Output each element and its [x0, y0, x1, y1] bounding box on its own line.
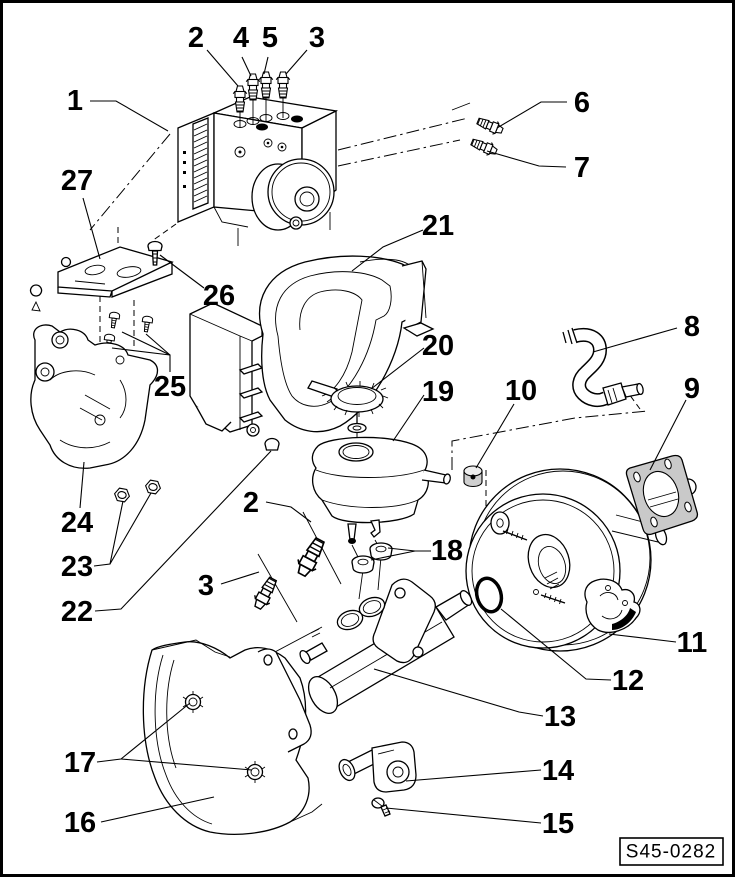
leader-line-6: [496, 101, 567, 129]
callout-16: 16: [64, 807, 96, 839]
leader-line-2: [265, 501, 312, 523]
callout-6: 6: [574, 87, 590, 119]
pressure-sensor: [338, 741, 417, 817]
callout-12: 12: [612, 665, 644, 697]
grommet-18b: [351, 555, 375, 574]
figure-code-box: S45-0282: [619, 837, 724, 866]
callout-9: 9: [684, 373, 700, 405]
leader-line-25: [111, 347, 171, 356]
leader-line-26: [159, 254, 205, 289]
grommet-10: [463, 465, 483, 488]
leader-line-23: [109, 492, 152, 565]
leader-line-7: [486, 150, 567, 168]
leader-line-17: [120, 758, 253, 771]
damper-bracket: [30, 324, 280, 504]
callout-4: 4: [233, 22, 249, 54]
leader-line-25: [145, 333, 171, 356]
leader-line-4: [241, 56, 252, 77]
leader-line-16: [100, 796, 215, 823]
callout-8: 8: [684, 311, 700, 343]
leader-line-10: [475, 403, 515, 469]
leader-line-3: [285, 49, 308, 75]
leader-line-14: [405, 769, 542, 782]
callout-5: 5: [262, 22, 278, 54]
leader-line-1: [90, 100, 169, 132]
leader-line-21: [351, 229, 424, 272]
leader-line-9: [649, 399, 687, 471]
callout-2: 2: [188, 22, 204, 54]
callout-20: 20: [422, 330, 454, 362]
master-cylinder: [299, 578, 473, 714]
callout-26: 26: [203, 280, 235, 312]
cap-nut-22: [264, 437, 280, 451]
fluid-reservoir: [311, 436, 451, 574]
figure-code: S45-0282: [626, 842, 716, 863]
callout-18: 18: [431, 535, 463, 567]
leader-line-3: [220, 571, 260, 585]
callout-11: 11: [677, 627, 708, 659]
callout-17: 17: [64, 747, 96, 779]
vacuum-hose: [562, 327, 644, 408]
callout-15: 15: [542, 808, 574, 840]
leader-line-8: [592, 327, 678, 353]
leader-line-11: [608, 633, 677, 643]
shield-nut-a: [182, 691, 204, 713]
leader-line-5: [263, 56, 269, 75]
callout-13: 13: [544, 701, 576, 733]
mounting-plate-bracket: [29, 240, 174, 351]
callout-23: 23: [61, 551, 93, 583]
leader-line-24: [79, 461, 85, 509]
callout-21: 21: [422, 210, 454, 242]
heat-shield: [142, 639, 323, 835]
servo-gasket: [625, 454, 699, 536]
leader-line-15: [385, 807, 542, 824]
sensor-screw: [371, 797, 391, 817]
protective-cover: [189, 255, 435, 437]
o-ring: [474, 576, 504, 614]
leader-line-20: [370, 347, 425, 390]
shield-nut-b: [244, 761, 266, 783]
leader-line-19: [392, 394, 425, 442]
bolt-26: [147, 240, 163, 266]
leader-line-2: [206, 49, 239, 87]
callout-24: 24: [61, 507, 93, 539]
reservoir-cap: [307, 380, 389, 434]
leader-line-22: [94, 450, 272, 612]
callout-7: 7: [574, 152, 590, 184]
callout-27: 27: [61, 165, 93, 197]
leader-line-12: [500, 608, 612, 681]
callout-14: 14: [542, 755, 574, 787]
brake-servo: [465, 468, 668, 652]
callout-3: 3: [309, 22, 325, 54]
callout-19: 19: [422, 376, 454, 408]
callout-25: 25: [154, 371, 186, 403]
callout-22: 22: [61, 596, 93, 628]
callout-3: 3: [198, 570, 214, 602]
leader-line-18: [370, 550, 416, 561]
leader-line-27: [82, 197, 101, 260]
leader-line-13: [373, 668, 544, 717]
callout-10: 10: [505, 375, 537, 407]
alignment-lines: [89, 102, 649, 715]
callout-1: 1: [67, 85, 83, 117]
callout-2: 2: [243, 487, 259, 519]
